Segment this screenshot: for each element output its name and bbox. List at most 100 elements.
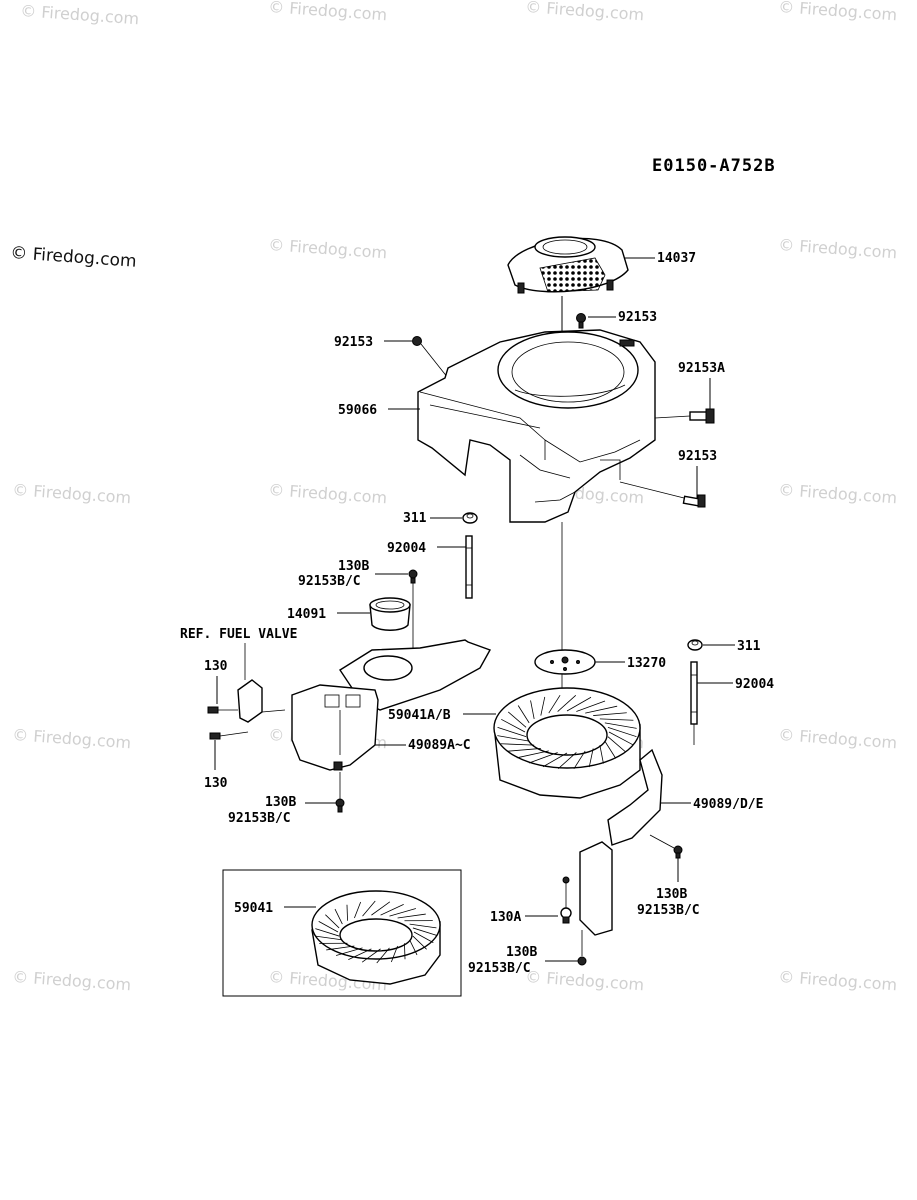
shroud-icon[interactable] bbox=[417, 329, 656, 523]
fan-blade bbox=[390, 945, 398, 963]
bolt-icon[interactable] bbox=[335, 798, 345, 813]
fan-blade bbox=[530, 700, 535, 719]
nut-icon[interactable] bbox=[687, 639, 703, 651]
fan-blade bbox=[528, 752, 558, 764]
label-92004-b: 92004 bbox=[735, 677, 774, 692]
label-13270: 13270 bbox=[627, 656, 666, 671]
fan-blade bbox=[354, 901, 362, 919]
leader-line bbox=[649, 834, 675, 849]
fan-blade bbox=[500, 743, 535, 746]
fan-blade bbox=[348, 948, 372, 960]
fan-blade bbox=[557, 694, 577, 712]
collar-icon[interactable] bbox=[369, 597, 411, 631]
label-92153-left: 92153 bbox=[334, 335, 373, 350]
fan-blade bbox=[409, 939, 418, 956]
fan-blade bbox=[409, 923, 437, 929]
label-49089A-C: 49089A~C bbox=[408, 738, 471, 753]
fan-blade bbox=[599, 745, 604, 764]
leader-line bbox=[420, 343, 449, 379]
bolt-icon[interactable] bbox=[560, 907, 572, 924]
label-92153BC-b: 92153B/C bbox=[228, 811, 291, 826]
fan-blade bbox=[548, 694, 561, 714]
label-ref-fuel-valve: REF. FUEL VALVE bbox=[180, 627, 297, 642]
fan-icon[interactable] bbox=[311, 890, 441, 985]
fan-blade bbox=[404, 943, 406, 960]
stud-icon[interactable] bbox=[690, 661, 698, 725]
fan-blade bbox=[517, 705, 530, 724]
watermark: © Firedog.com bbox=[20, 1, 140, 28]
stud-icon[interactable] bbox=[465, 535, 473, 599]
fan-blade bbox=[412, 935, 427, 950]
leader-line bbox=[654, 415, 691, 419]
fan-blade bbox=[361, 948, 381, 963]
label-59066: 59066 bbox=[338, 403, 377, 418]
bolt-icon[interactable] bbox=[673, 845, 683, 859]
label-92153BC-d: 92153B/C bbox=[468, 961, 531, 976]
fan-blade bbox=[501, 718, 526, 733]
fan-blade bbox=[608, 731, 633, 746]
fan-blade bbox=[326, 945, 355, 951]
fan-blade bbox=[362, 900, 376, 917]
fan-blade bbox=[315, 928, 340, 937]
label-130B-d: 130B bbox=[506, 945, 537, 960]
label-59041A-B: 59041A/B bbox=[388, 708, 451, 723]
watermark: © Firedog.com bbox=[12, 725, 132, 752]
fan-blade bbox=[380, 904, 404, 916]
label-92153BC-c: 92153B/C bbox=[637, 903, 700, 918]
diagram-code: E0150-A752B bbox=[652, 156, 776, 176]
screen-icon[interactable] bbox=[507, 236, 629, 294]
label-59041: 59041 bbox=[234, 901, 273, 916]
watermark-layer: © Firedog.com © Firedog.com © Firedog.co… bbox=[12, 0, 898, 994]
fan-blade bbox=[585, 705, 618, 714]
bolt-icon[interactable] bbox=[209, 731, 249, 740]
label-92153BC-a: 92153B/C bbox=[298, 574, 361, 589]
fan-blade bbox=[397, 913, 426, 919]
fan-blade bbox=[376, 947, 390, 964]
fan-blade bbox=[315, 935, 343, 941]
watermark: © Firedog.com bbox=[268, 0, 388, 24]
fan-blade bbox=[325, 914, 340, 929]
bolt-icon[interactable] bbox=[412, 336, 422, 346]
fan-blade bbox=[497, 735, 530, 742]
bolt-icon[interactable] bbox=[576, 313, 586, 329]
fan-blade bbox=[346, 904, 348, 921]
plate-icon[interactable] bbox=[534, 649, 596, 675]
fan-blade bbox=[497, 726, 527, 738]
label-311-b: 311 bbox=[737, 639, 761, 654]
bolt-icon[interactable] bbox=[408, 569, 418, 584]
bolt-icon[interactable] bbox=[207, 706, 238, 714]
bolt-icon[interactable] bbox=[689, 408, 715, 424]
fan-blade bbox=[540, 696, 546, 716]
label-130-top: 130 bbox=[204, 659, 228, 674]
watermark: © Firedog.com bbox=[778, 967, 898, 994]
fan-blade bbox=[371, 901, 391, 916]
fan-blade bbox=[334, 908, 343, 925]
label-130B-b: 130B bbox=[265, 795, 296, 810]
label-311-a: 311 bbox=[403, 511, 427, 526]
fan-blade bbox=[573, 750, 586, 770]
watermark: © Firedog.com bbox=[12, 480, 132, 507]
watermark-main: © Firedog.com bbox=[10, 243, 138, 272]
fan-blade bbox=[607, 726, 637, 738]
label-14091: 14091 bbox=[287, 607, 326, 622]
plate-icon[interactable] bbox=[291, 639, 492, 771]
bolt-icon[interactable] bbox=[682, 494, 706, 508]
watermark: © Firedog.com bbox=[12, 967, 132, 994]
fan-blade bbox=[413, 931, 434, 943]
fan-icon[interactable] bbox=[493, 687, 641, 799]
label-92004-a: 92004 bbox=[387, 541, 426, 556]
fan-blade bbox=[389, 908, 416, 917]
fan-blade bbox=[557, 752, 577, 770]
bolt-icon[interactable] bbox=[577, 956, 587, 966]
label-92153-top: 92153 bbox=[618, 310, 657, 325]
label-14037: 14037 bbox=[657, 251, 696, 266]
nut-icon[interactable] bbox=[462, 512, 478, 524]
watermark: © Firedog.com bbox=[778, 480, 898, 507]
label-49089-D-E: 49089/D/E bbox=[693, 797, 763, 812]
plate-icon[interactable] bbox=[562, 748, 663, 936]
inset-box bbox=[222, 869, 462, 997]
bracket-icon[interactable] bbox=[237, 679, 286, 723]
watermark: © Firedog.com bbox=[525, 967, 645, 994]
label-130-bottom: 130 bbox=[204, 776, 228, 791]
